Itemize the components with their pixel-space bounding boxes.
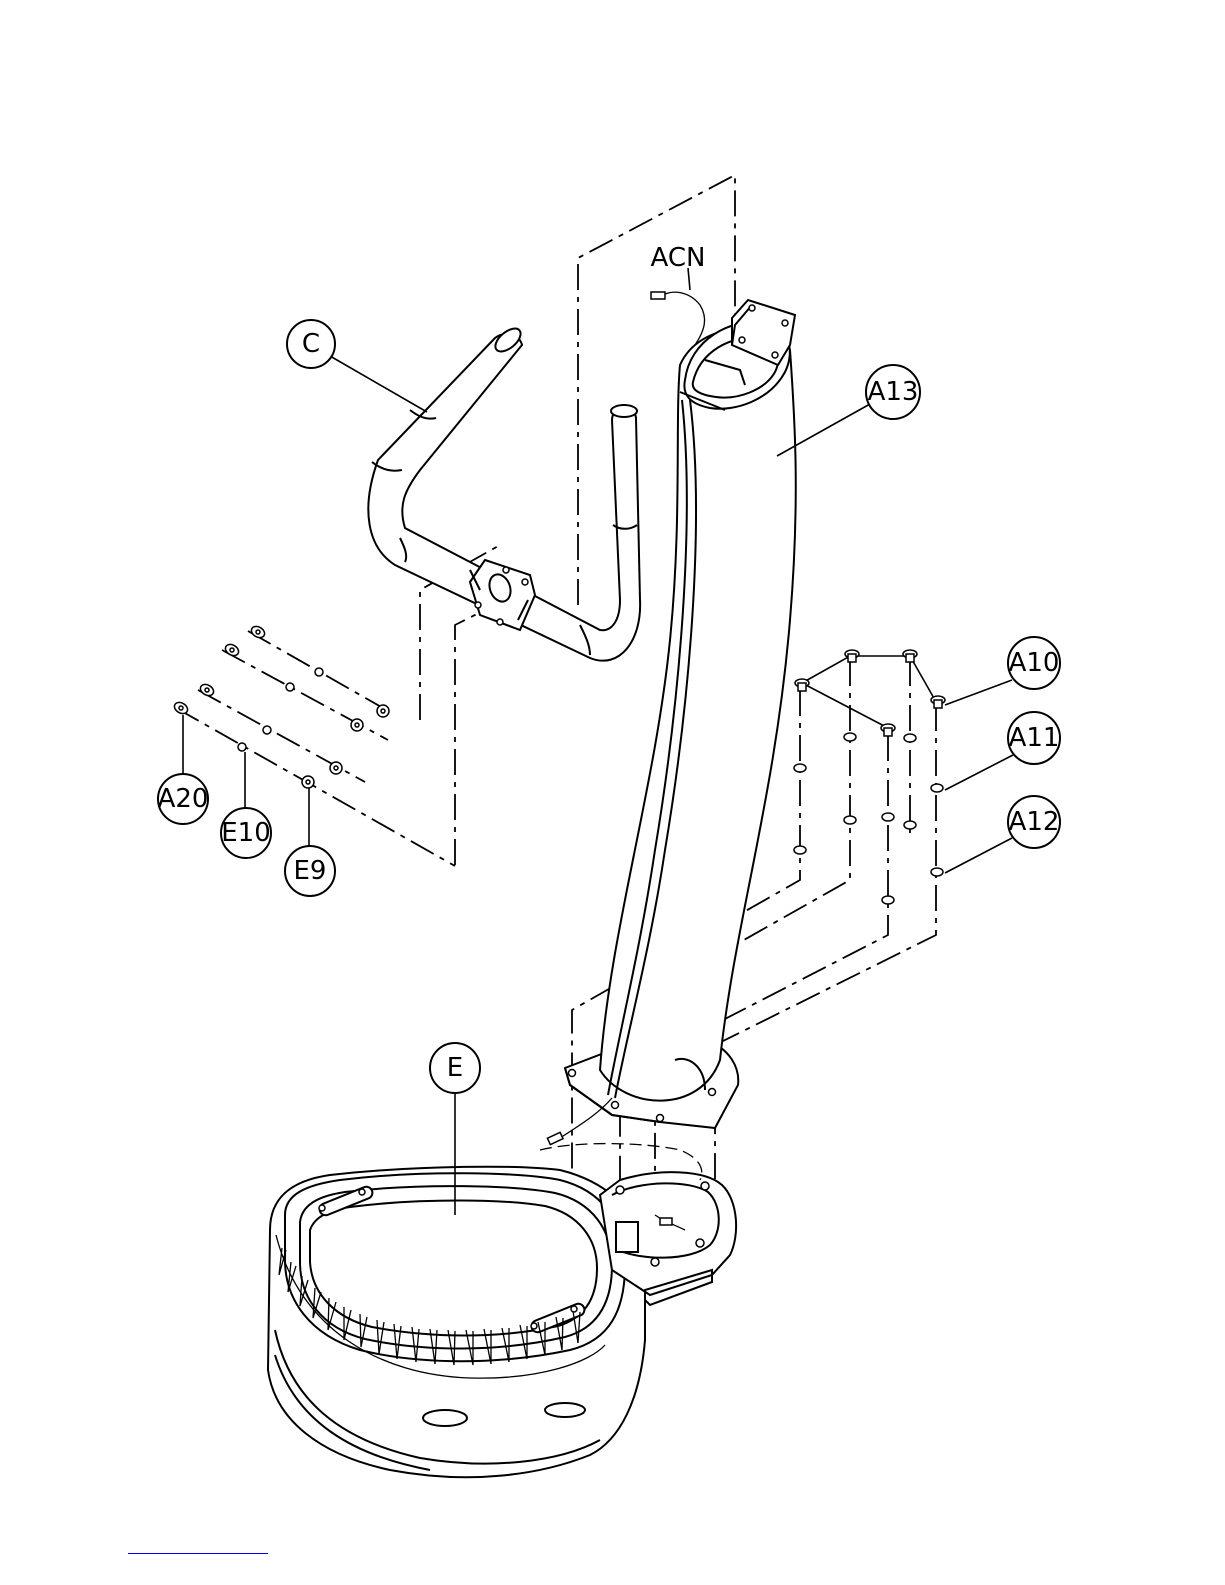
column-hardware xyxy=(794,650,945,904)
bolt-a10-2 xyxy=(845,650,859,662)
callout-acn-text: ACN xyxy=(651,243,706,273)
bolt-a10-1 xyxy=(795,679,809,691)
washer-a11 xyxy=(794,733,943,821)
callout-e10-text: E10 xyxy=(221,818,271,848)
callout-a10-text: A10 xyxy=(1009,648,1060,678)
base-platform-part xyxy=(268,1144,736,1478)
handlebar-part xyxy=(368,324,640,660)
footer-rule xyxy=(128,1553,268,1554)
callout-e9: E9 xyxy=(285,846,335,896)
bolt-a20-2 xyxy=(223,642,240,658)
callout-e: E xyxy=(430,1043,480,1093)
callout-a13: A13 xyxy=(866,365,920,419)
callout-a12: A12 xyxy=(1008,796,1060,848)
callout-a20: A20 xyxy=(158,774,209,824)
upright-column-part xyxy=(547,292,795,1145)
bolt-a20-3 xyxy=(198,682,215,698)
callout-a13-text: A13 xyxy=(868,377,919,407)
bolt-a10-4 xyxy=(881,724,895,736)
callout-a11-text: A11 xyxy=(1009,723,1060,753)
callout-a20-text: A20 xyxy=(158,784,209,814)
callout-e9-text: E9 xyxy=(294,856,327,886)
bolt-a20-1 xyxy=(249,624,266,640)
callout-acn: ACN xyxy=(651,243,706,273)
callout-a12-text: A12 xyxy=(1009,807,1060,837)
callout-a10: A10 xyxy=(1008,637,1060,689)
callout-c: C xyxy=(287,320,335,368)
callout-a11: A11 xyxy=(1008,712,1060,764)
washer-a12 xyxy=(794,816,943,904)
bolt-a10-5 xyxy=(931,696,945,708)
callout-e10: E10 xyxy=(221,808,271,858)
callout-e-text: E xyxy=(447,1053,463,1083)
callout-c-text: C xyxy=(302,329,320,359)
bolt-a10-3 xyxy=(903,650,917,662)
